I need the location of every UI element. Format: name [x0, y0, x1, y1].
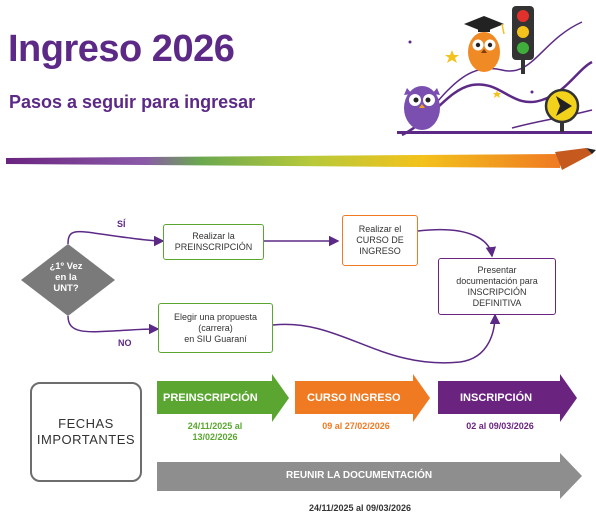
documentacion-date: 24/11/2025 al 09/03/2026	[308, 503, 412, 513]
curso-ingreso-date: 09 al 27/02/2026	[322, 421, 390, 431]
pencil-icon	[555, 148, 596, 170]
owl-icon	[404, 86, 440, 130]
page-subtitle: Pasos a seguir para ingresar	[9, 92, 256, 112]
curso-ingreso-arrow	[295, 374, 430, 422]
pencil-stroke	[6, 148, 596, 170]
elegir-propuesta-box: Elegir una propuesta(carrera)en SIU Guar…	[158, 303, 273, 353]
documentacion-stage-label: REUNIR LA DOCUMENTACIÓN	[286, 470, 433, 481]
road-sign-icon	[544, 88, 580, 132]
header-illustration	[397, 6, 593, 137]
inscripcion-date: 02 al 09/03/2026	[466, 421, 534, 431]
traffic-light-icon	[512, 6, 534, 74]
inscripcion-arrow	[438, 374, 577, 422]
page-title: Ingreso 2026	[8, 28, 235, 70]
curso-ingreso-stage-label: CURSO INGRESO	[307, 392, 401, 404]
documentacion-arrow	[157, 453, 582, 499]
preinscripcion-stage-label: PREINSCRIPCIÓN	[163, 392, 258, 404]
decision-label: ¿1º Vez en la UNT?	[49, 261, 83, 294]
yes-label: SÍ	[117, 219, 126, 229]
decision-diamond	[21, 244, 115, 316]
preinscripcion-arrow	[157, 374, 289, 422]
owl-graduate-icon	[464, 16, 505, 72]
inscripcion-stage-label: INSCRIPCIÓN	[460, 392, 533, 404]
no-label: NO	[118, 338, 132, 348]
